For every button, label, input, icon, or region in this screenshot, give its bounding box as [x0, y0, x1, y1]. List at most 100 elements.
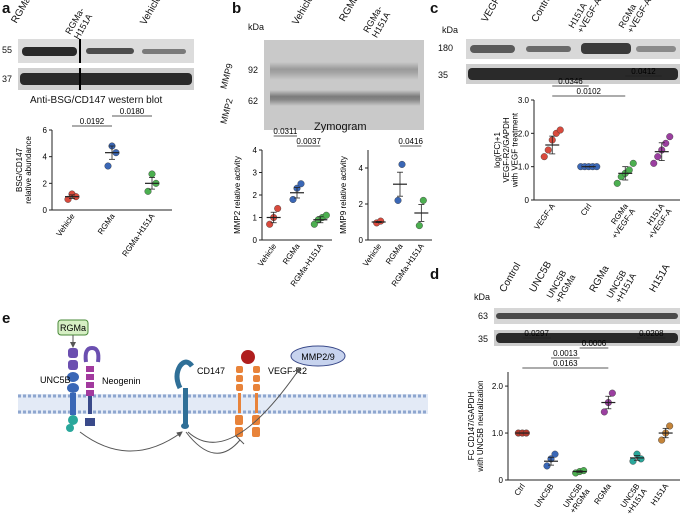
chart-d-cd147: 0 1.0 2.0 FC CD147/GAPDHwith UNC5B neuraliz… [467, 329, 680, 516]
y-tick-label: 1.0 [492, 429, 504, 438]
x-tick-label: H151A [649, 481, 671, 507]
data-point [419, 196, 427, 204]
p-value-label: 0.0013 [553, 349, 578, 358]
x-tick-label: RGMa-H151A [120, 211, 157, 258]
kda-marker: 62 [248, 96, 259, 106]
y-tick-label: 1.0 [518, 163, 530, 172]
y-tick-label: 6 [43, 126, 48, 135]
p-value-label: 0.0412 [631, 67, 656, 76]
y-axis-label: MMP2 relative activity [233, 156, 242, 234]
kda-marker: 55 [2, 45, 13, 55]
y-tick-label: 3.0 [518, 96, 530, 105]
data-point [629, 159, 637, 167]
y-axis-label: FC CD147/GAPDHwith UNC5B neuralization [467, 380, 485, 472]
y-tick-label: 0 [499, 476, 504, 485]
y-tick-label: 2.0 [492, 382, 504, 391]
x-tick-label: RGMa [384, 242, 405, 267]
x-tick-label: H151A+VEGF-A [639, 201, 674, 240]
kda-marker: 180 [438, 43, 454, 53]
western-blot-image [494, 308, 680, 324]
loading-control-blot [18, 68, 194, 90]
x-tick-label: UNC5B [533, 482, 556, 509]
y-tick-label: 1 [253, 214, 258, 223]
data-point [266, 220, 274, 228]
panel-label-b: b [232, 0, 242, 17]
data-point [551, 450, 559, 458]
data-point [637, 455, 645, 463]
data-point [613, 179, 621, 187]
x-tick-label: Ctrl [579, 202, 594, 218]
data-point [148, 170, 156, 178]
kda-marker: 37 [2, 74, 13, 84]
y-tick-label: 2 [43, 179, 48, 188]
p-value-label: 0.0102 [577, 87, 602, 96]
data-point [556, 126, 564, 134]
x-tick-label: Vehicle [256, 242, 278, 269]
data-point [64, 195, 72, 203]
neogenin-receptor [83, 345, 101, 426]
y-tick-label: 0 [525, 196, 530, 205]
loading-control-blot [466, 64, 680, 84]
data-point [666, 133, 674, 141]
panel-label-a: a [2, 0, 11, 17]
western-blot-image [18, 39, 194, 63]
data-point [654, 153, 662, 161]
p-value-label: 0.0180 [120, 107, 145, 116]
x-tick-label: Vehicle [361, 242, 383, 269]
y-tick-label: 0 [359, 236, 364, 245]
x-tick-label: VEGF-A [532, 201, 557, 231]
x-tick-label: RGMa [592, 482, 613, 507]
data-point [544, 146, 552, 154]
kda-marker: 63 [478, 311, 489, 321]
vegfr2-label: VEGF-R2 [268, 366, 307, 376]
data-point [398, 160, 406, 168]
y-tick-label: 2 [359, 200, 364, 209]
cell-membrane [18, 394, 428, 414]
y-tick-label: 4 [43, 153, 48, 162]
y-tick-label: 4 [359, 164, 364, 173]
data-point [104, 162, 112, 170]
data-point [650, 159, 658, 167]
loading-control-blot [494, 330, 680, 346]
p-value-label: 0.0192 [80, 117, 105, 126]
y-tick-label: 3 [253, 169, 258, 178]
cd147-receptor [174, 359, 194, 429]
zymogram-image [264, 40, 424, 130]
data-point [608, 389, 616, 397]
y-axis-label: MMP9 relative activity [339, 156, 348, 234]
data-point [629, 457, 637, 465]
data-point [274, 204, 282, 212]
data-point [666, 422, 674, 430]
p-value-label: 0.0346 [558, 77, 583, 86]
schematic-diagram: RGMa UNC5B Neogenin [18, 319, 428, 454]
x-tick-label: UNC5B+H151A [618, 481, 650, 516]
rgma-label: RGMa [60, 323, 86, 333]
data-point [297, 180, 305, 188]
p-value-label: 0.0297 [524, 329, 549, 338]
p-value-label: 0.0208 [639, 329, 664, 338]
y-axis-label: log(FC)+1VEGF-R2/GAPDHwith VEGF treatmen… [493, 112, 520, 188]
mmp-ellipse [290, 345, 346, 367]
data-point [662, 139, 670, 147]
data-point [540, 153, 548, 161]
y-tick-label: 0 [253, 236, 258, 245]
kda-header: kDa [248, 22, 265, 32]
data-point [625, 166, 633, 174]
kda-marker: 35 [478, 334, 489, 344]
p-value-label: 0.0006 [582, 339, 607, 348]
x-tick-label: RGMa [96, 212, 117, 237]
y-tick-label: 4 [253, 146, 258, 155]
data-point [289, 195, 297, 203]
data-point [543, 462, 551, 470]
p-value-label: 0.0037 [296, 137, 321, 146]
data-point [394, 196, 402, 204]
data-point [310, 220, 318, 228]
blot-caption: Anti-BSG/CD147 western blot [30, 95, 163, 106]
p-value-label: 0.0416 [398, 137, 423, 146]
unc5b-label: UNC5B [40, 375, 71, 385]
kda-header: kDa [474, 292, 491, 302]
